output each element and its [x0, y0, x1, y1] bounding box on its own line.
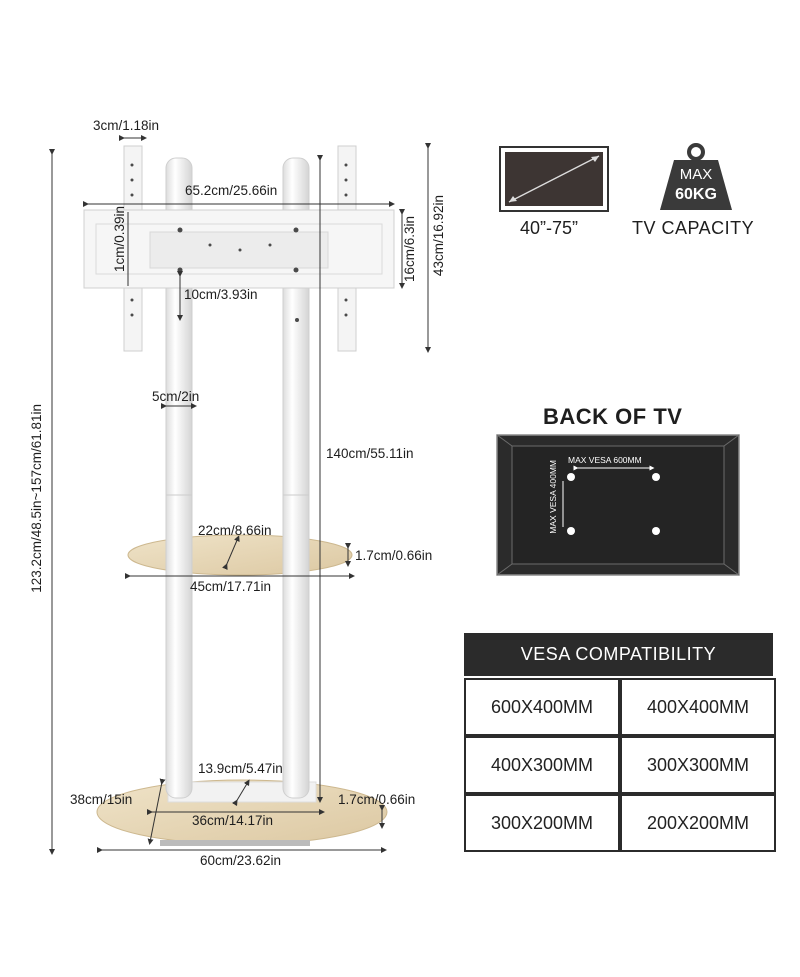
dim-arm-width: 3cm/1.18in — [93, 118, 160, 133]
back-of-tv-diagram — [496, 434, 740, 576]
vesa-table-grid: 600X400MM 400X400MM 400X300MM 300X300MM … — [464, 678, 776, 852]
dim-base-gap: 13.9cm/5.47in — [198, 761, 283, 776]
weight-icon — [660, 143, 732, 210]
dim-pole-height: 140cm/55.11in — [326, 446, 414, 461]
dim-total-height: 123.2cm/48.5in~157cm/61.81in — [29, 404, 44, 593]
stand-illustration — [49, 135, 431, 855]
base-feet — [160, 840, 310, 846]
screen-size-icon — [499, 146, 609, 212]
dim-pole-diameter: 5cm/2in — [152, 389, 200, 404]
dim-slot-width: 1cm/0.39in — [112, 206, 127, 273]
dim-base-inner-width: 36cm/14.17in — [192, 813, 274, 828]
table-cell: 400X400MM — [620, 678, 776, 736]
dim-bracket-width: 65.2cm/25.66in — [185, 183, 278, 198]
table-cell: 600X400MM — [464, 678, 620, 736]
table-row: 600X400MM 400X400MM — [464, 678, 776, 736]
dim-shelf-depth: 22cm/8.66in — [198, 523, 272, 538]
screen-size-label: 40”-75” — [520, 218, 579, 238]
max-vesa-vertical: MAX VESA 400MM — [548, 460, 558, 534]
dim-base-width: 60cm/23.62in — [200, 853, 282, 868]
dim-bracket-height: 16cm/6.3in — [402, 216, 417, 283]
dim-base-depth: 38cm/15in — [70, 792, 133, 807]
weight-max-text: MAX — [679, 166, 713, 183]
vesa-table: VESA COMPATIBILITY 600X400MM 400X400MM 4… — [464, 633, 776, 852]
vesa-table-header: VESA COMPATIBILITY — [464, 633, 773, 676]
dim-shelf-thickness: 1.7cm/0.66in — [355, 548, 433, 563]
max-vesa-horizontal: MAX VESA 600MM — [568, 455, 642, 465]
dim-base-thickness: 1.7cm/0.66in — [338, 792, 416, 807]
pole-left — [165, 157, 193, 799]
dim-pole-spacing: 10cm/3.93in — [184, 287, 258, 302]
dim-arm-height: 43cm/16.92in — [431, 195, 446, 277]
shelf — [127, 534, 353, 576]
back-of-tv-title: BACK OF TV — [543, 404, 683, 429]
capacity-label: TV CAPACITY — [632, 218, 755, 238]
table-cell: 300X200MM — [464, 794, 620, 852]
pole-right — [282, 157, 310, 799]
dim-shelf-width: 45cm/17.71in — [190, 579, 272, 594]
weight-value-text: 60KG — [675, 186, 717, 203]
table-cell: 400X300MM — [464, 736, 620, 794]
table-cell: 200X200MM — [620, 794, 776, 852]
table-cell: 300X300MM — [620, 736, 776, 794]
table-row: 300X200MM 200X200MM — [464, 794, 776, 852]
table-row: 400X300MM 300X300MM — [464, 736, 776, 794]
